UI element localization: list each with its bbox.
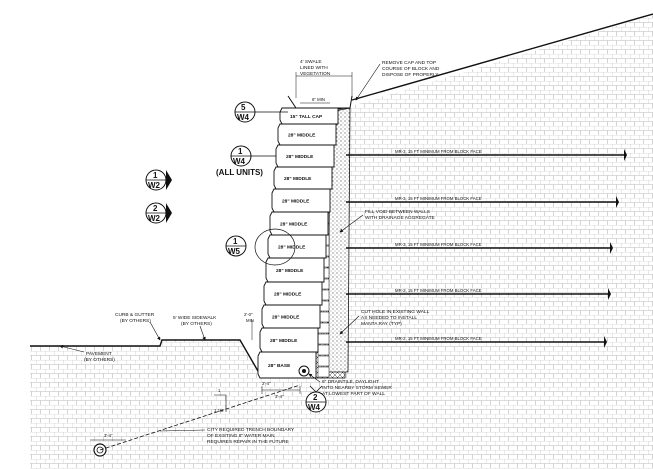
- svg-text:W4: W4: [233, 157, 246, 166]
- block-label: 28" MIDDLE: [288, 133, 316, 139]
- svg-text:VEGETATION: VEGETATION: [300, 71, 331, 77]
- block-label: 28" MIDDLE: [278, 245, 306, 251]
- anchor-label: MR-3, 15 FT MINIMUM FROM BLOCK FACE: [395, 149, 482, 154]
- svg-text:CITY REQUIRED TRENCH BOUNDARY: CITY REQUIRED TRENCH BOUNDARY: [207, 427, 295, 433]
- anchor-plate: [610, 242, 613, 254]
- existing-block: [317, 366, 330, 378]
- callout-5-w4: 5 W4: [234, 101, 288, 123]
- svg-text:2: 2: [153, 204, 158, 213]
- svg-text:1: 1: [238, 147, 243, 156]
- svg-text:PAVEMENT: PAVEMENT: [86, 351, 112, 357]
- dim-3ft4: 3'-4": [104, 433, 113, 438]
- svg-text:OF EXISTING 8" WATER MAIN: OF EXISTING 8" WATER MAIN: [207, 433, 275, 439]
- trench-boundary: [99, 384, 301, 451]
- block-label: 28" MIDDLE: [284, 176, 312, 182]
- callout-1-w4: 1 W4 (ALL UNITS): [216, 145, 276, 177]
- block-label: 28" MIDDLE: [272, 315, 300, 321]
- callout-1-w2: 1 W2: [145, 169, 172, 191]
- anchor-label: MR-2, 15 FT MINIMUM FROM BLOCK FACE: [395, 336, 482, 341]
- svg-text:WITH DRAINAGE AGGREGATE: WITH DRAINAGE AGGREGATE: [365, 215, 435, 221]
- dim-2ft4: 2'-4": [262, 381, 271, 386]
- foundation-soil: [30, 340, 345, 469]
- retained-soil: [345, 15, 653, 469]
- svg-text:DISPOSE OF PROPERLY: DISPOSE OF PROPERLY: [382, 72, 439, 78]
- svg-text:(BY OTHERS): (BY OTHERS): [181, 321, 212, 327]
- ratio-1-5: 1 1/2: [214, 408, 224, 413]
- existing-block: [317, 355, 330, 367]
- svg-text:LINED WITH: LINED WITH: [300, 65, 328, 71]
- anchor-rods: MR-3, 15 FT MINIMUM FROM BLOCK FACE MR-3,…: [346, 149, 627, 348]
- block-label: 28" BASE: [268, 363, 291, 369]
- svg-text:INTO NEARBY STORM SEWER: INTO NEARBY STORM SEWER: [322, 385, 392, 391]
- ground-line: [30, 339, 263, 379]
- anchor-plate: [604, 336, 607, 348]
- svg-text:W2: W2: [148, 181, 161, 190]
- block-label: 28" MIDDLE: [274, 292, 302, 298]
- cut-hole-note: CUT HOLE IN EXISTING WALL AS NEEDED TO I…: [339, 309, 430, 335]
- anchor-plate: [616, 196, 619, 208]
- block-label: 28" MIDDLE: [270, 338, 298, 344]
- svg-text:6" DRAINTILE, DAYLIGHT: 6" DRAINTILE, DAYLIGHT: [322, 379, 379, 385]
- svg-text:FILL VOID BETWEEN WALLS: FILL VOID BETWEEN WALLS: [365, 209, 430, 215]
- anchor-label: MR-2, 15 FT MINIMUM FROM BLOCK FACE: [395, 288, 482, 293]
- drain-note: 6" DRAINTILE, DAYLIGHT INTO NEARBY STORM…: [308, 373, 392, 397]
- anchor-label: MR-3, 15 FT MINIMUM FROM BLOCK FACE: [395, 242, 482, 247]
- remove-cap-note: REMOVE CAP AND TOP COURSE OF BLOCK AND D…: [355, 60, 440, 101]
- anchor-plate: [624, 149, 627, 161]
- svg-text:W4: W4: [308, 403, 321, 412]
- svg-text:REQUIRES REPAIR IN THE FUTURE: REQUIRES REPAIR IN THE FUTURE: [207, 439, 289, 445]
- callout-1-w5: 1 W5: [225, 228, 296, 266]
- dim-2ft-label: 2'-0": [244, 312, 253, 317]
- svg-text:AT LOWEST PART OF WALL: AT LOWEST PART OF WALL: [322, 391, 385, 397]
- sidewalk-note: 5' WIDE SIDEWALK (BY OTHERS): [173, 315, 217, 341]
- all-units-label: (ALL UNITS): [216, 168, 263, 177]
- svg-text:CURB & GUTTER: CURB & GUTTER: [115, 312, 155, 318]
- svg-text:5' WIDE SIDEWALK: 5' WIDE SIDEWALK: [173, 315, 217, 321]
- curb-note: CURB & GUTTER (BY OTHERS): [115, 312, 161, 341]
- block-label: 28" MIDDLE: [276, 268, 304, 274]
- swale-note: 4' SWALE LINED WITH VEGETATION: [300, 59, 331, 77]
- svg-text:W5: W5: [228, 247, 241, 256]
- pavement-note: PAVEMENT (BY OTHERS): [59, 344, 115, 363]
- svg-text:MANTA RAY (TYP): MANTA RAY (TYP): [361, 321, 402, 327]
- svg-text:5: 5: [241, 103, 246, 112]
- svg-text:AS NEEDED TO INSTALL: AS NEEDED TO INSTALL: [361, 315, 417, 321]
- svg-text:REMOVE CAP AND TOP: REMOVE CAP AND TOP: [382, 60, 436, 66]
- anchor-plate: [608, 288, 611, 300]
- svg-text:2: 2: [313, 393, 318, 402]
- svg-text:W4: W4: [237, 113, 250, 122]
- svg-text:(BY OTHERS): (BY OTHERS): [120, 318, 151, 324]
- svg-text:(BY OTHERS): (BY OTHERS): [84, 357, 115, 363]
- svg-text:W2: W2: [148, 214, 161, 223]
- dim-3ft4-b: 3'-4": [275, 394, 284, 399]
- trench-note: CITY REQUIRED TRENCH BOUNDARY OF EXISTIN…: [159, 427, 295, 445]
- callout-2-w4-bottom: 2 W4: [305, 385, 327, 413]
- block-label: 28" MIDDLE: [286, 154, 314, 160]
- existing-block: [317, 333, 330, 345]
- existing-block: [317, 344, 330, 356]
- block-label: 28" MIDDLE: [280, 222, 308, 228]
- ratio-1: 1: [218, 388, 221, 393]
- dim-6-min: 6" MIN: [312, 97, 325, 102]
- fill-void-note: FILL VOID BETWEEN WALLS WITH DRAINAGE AG…: [339, 209, 435, 233]
- block-label: 15" TALL CAP: [290, 114, 323, 120]
- svg-text:1: 1: [153, 171, 158, 180]
- dim-2ft-min: MIN: [246, 318, 254, 323]
- anchor-label: MR-3, 15 FT MINIMUM FROM BLOCK FACE: [395, 196, 482, 201]
- svg-text:CUT HOLE IN EXISTING WALL: CUT HOLE IN EXISTING WALL: [361, 309, 430, 315]
- svg-text:COURSE OF BLOCK AND: COURSE OF BLOCK AND: [382, 66, 440, 72]
- svg-text:4' SWALE: 4' SWALE: [300, 59, 322, 65]
- block-label: 28" MIDDLE: [282, 199, 310, 205]
- svg-text:1: 1: [233, 237, 238, 246]
- callout-2-w2: 2 W2: [145, 202, 172, 224]
- slope-line: [351, 13, 653, 101]
